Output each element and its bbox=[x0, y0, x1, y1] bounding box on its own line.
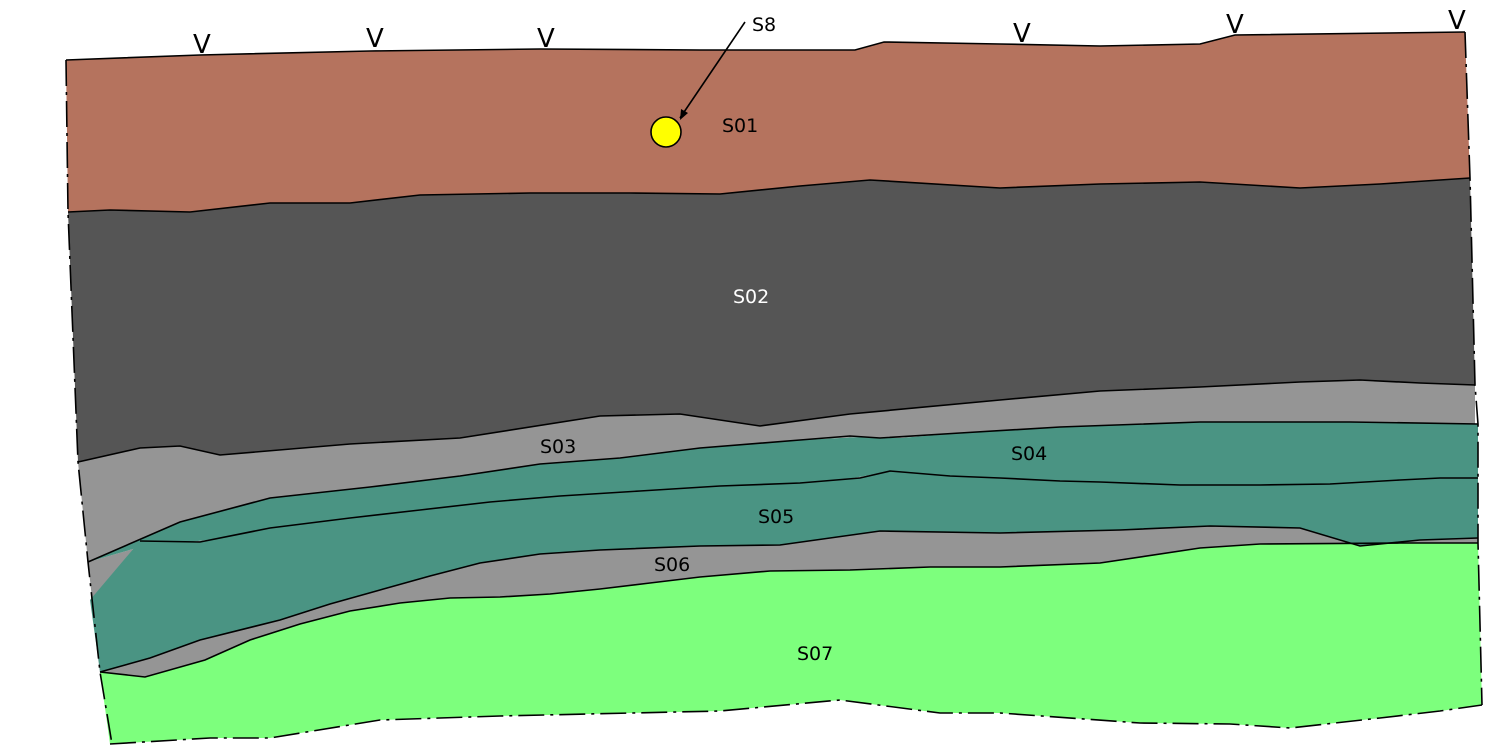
ground-marker: V bbox=[193, 30, 211, 60]
leader-arrowhead bbox=[680, 109, 688, 120]
boundary-s04-s05 bbox=[139, 470, 1478, 543]
ground-marker: V bbox=[1226, 10, 1244, 40]
boundary-s03-s04 bbox=[87, 421, 1479, 563]
layer-s07 bbox=[100, 543, 1482, 744]
layer-label-s05: S05 bbox=[758, 506, 794, 528]
ground-surface-line bbox=[65, 31, 1466, 61]
layer-label-s03: S03 bbox=[540, 436, 576, 458]
sample-marker-circle bbox=[650, 116, 682, 148]
right-border-dashed bbox=[1464, 31, 1483, 706]
boundary-s06-s07 bbox=[99, 542, 1478, 678]
layer-s03 bbox=[78, 380, 1475, 562]
layer-label-s07: S07 bbox=[797, 643, 833, 665]
ground-markers: V V V V V V bbox=[193, 6, 1466, 60]
layer-s02 bbox=[68, 178, 1475, 462]
boundary-s02-s03 bbox=[77, 379, 1476, 463]
sample-point-s8: S8 bbox=[650, 14, 776, 148]
layer-s01 bbox=[66, 32, 1470, 212]
bottom-border-dashed bbox=[109, 699, 1483, 745]
layer-label-s04: S04 bbox=[1011, 443, 1047, 465]
sample-label: S8 bbox=[752, 14, 776, 36]
layer-s04-lower bbox=[90, 471, 1478, 672]
ground-marker: V bbox=[537, 24, 555, 54]
layer-label-s06: S06 bbox=[654, 554, 690, 576]
ground-marker: V bbox=[1013, 19, 1031, 49]
layer-label-s02: S02 bbox=[733, 286, 769, 308]
sample-leader-line bbox=[679, 21, 746, 119]
boundary-s01-s02 bbox=[67, 177, 1471, 213]
ground-marker: V bbox=[1448, 6, 1466, 36]
boundary-s05-s06 bbox=[99, 525, 1479, 673]
ground-marker: V bbox=[366, 24, 384, 54]
left-border-dashed bbox=[65, 59, 113, 745]
layer-label-s01: S01 bbox=[722, 115, 758, 137]
layer-s05 bbox=[88, 422, 1478, 562]
